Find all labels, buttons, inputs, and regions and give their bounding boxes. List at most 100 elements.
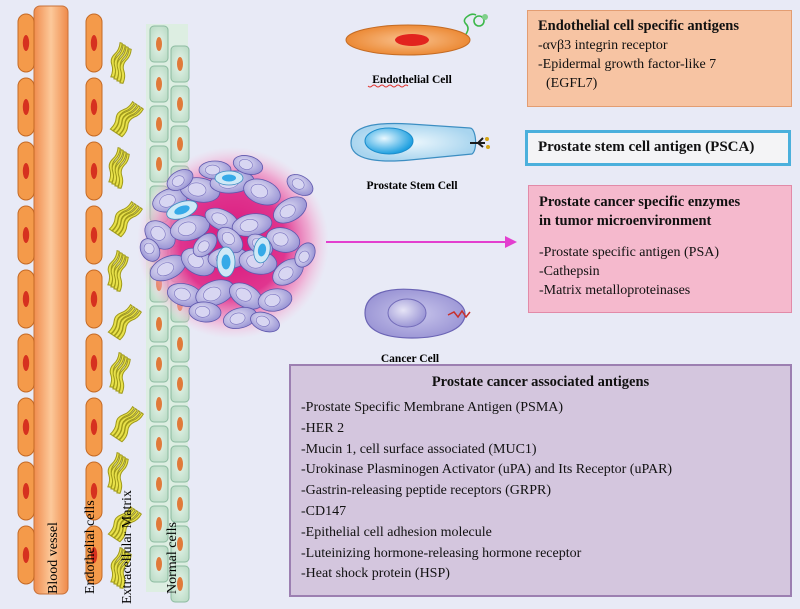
endothelial-nucleus	[90, 547, 98, 563]
tumor-cancer-cell	[231, 213, 273, 237]
normal-cell-nucleus	[156, 557, 162, 571]
tumor-cancer-cell	[250, 311, 280, 333]
matrix-fibre	[118, 358, 131, 394]
normal-cell-nucleus	[177, 417, 183, 431]
matrix-fibre	[119, 553, 132, 589]
normal-cell-nucleus	[156, 77, 162, 91]
list-item: -Gastrin-releasing peptide receptors (GR…	[301, 483, 551, 499]
list-item: -αvβ3 integrin receptor	[538, 38, 668, 53]
tumor-cancer-cell	[273, 196, 307, 224]
label-endothelial-cell: Endothelial Cell	[372, 74, 452, 86]
endothelial-antigens-list: -αvβ3 integrin receptor -Epidermal growt…	[538, 36, 781, 93]
normal-cell-nucleus	[177, 57, 183, 71]
list-item: -Prostate specific antigen (PSA)	[539, 245, 720, 260]
tumor-cancer-cell	[232, 155, 264, 175]
list-item: -Mucin 1, cell surface associated (MUC1)	[301, 441, 537, 457]
tumor-cancer-cell	[243, 178, 281, 206]
tumor-cancer-cell	[166, 169, 194, 191]
endothelial-nucleus	[22, 483, 30, 499]
label-blood-vessel: Blood vessel	[46, 522, 61, 594]
enzymes-title-line2: in tumor microenvironment	[539, 213, 712, 229]
endothelial-nucleus	[90, 291, 98, 307]
list-item: -Heat shock protein (HSP)	[301, 566, 450, 582]
normal-cell-nucleus	[156, 437, 162, 451]
endothelial-nucleus	[90, 355, 98, 371]
normal-cell-nucleus	[177, 537, 183, 551]
tumor-cancer-cell	[294, 242, 316, 268]
list-item: -Matrix metalloproteinases	[539, 283, 691, 298]
list-item: (EGFL7)	[546, 76, 598, 91]
normal-cell-nucleus	[156, 117, 162, 131]
normal-cell-nucleus	[156, 317, 162, 331]
tumor-cancer-cell	[216, 226, 244, 254]
list-item: -Cathepsin	[539, 264, 600, 279]
tumor-cancer-cell	[229, 282, 263, 310]
matrix-fibre	[117, 206, 143, 238]
normal-cell-nucleus	[156, 37, 162, 51]
tumor-cancer-cell	[139, 238, 161, 262]
tumor-stem-cell	[166, 200, 198, 220]
matrix-fibre	[116, 256, 129, 292]
psca-title: Prostate stem cell antigen (PSCA)	[538, 139, 755, 155]
endothelial-nucleus	[22, 291, 30, 307]
normal-cell-nucleus	[177, 377, 183, 391]
endothelial-nucleus	[90, 35, 98, 51]
label-extracellular-matrix: Extracellular Matrix	[120, 490, 135, 604]
list-item: -CD147	[301, 503, 347, 519]
matrix-fibre	[117, 153, 130, 189]
blood-vessel	[33, 5, 69, 595]
endothelial-antigens-box: Endothelial cell specific antigens -αvβ3…	[527, 10, 792, 107]
enzymes-title-line1: Prostate cancer specific enzymes	[539, 194, 741, 210]
tumor-stem-cell	[253, 236, 271, 264]
tumor-cancer-cell	[188, 301, 222, 323]
associated-antigens-list: -Prostate Specific Membrane Antigen (PSM…	[301, 398, 780, 585]
enzymes-list: -Prostate specific antigen (PSA) -Cathep…	[539, 243, 781, 300]
tumor-cancer-cell	[265, 227, 301, 253]
label-prostate-stem-cell: Prostate Stem Cell	[366, 180, 457, 192]
endothelial-nucleus	[22, 163, 30, 179]
cell-icon-labels: Endothelial Cell Prostate Stem Cell Canc…	[366, 74, 457, 365]
tumor-stem-cell	[216, 246, 236, 278]
endothelial-nucleus	[90, 99, 98, 115]
list-item: -Urokinase Plasminogen Activator (uPA) a…	[301, 462, 673, 478]
endothelial-nucleus	[90, 483, 98, 499]
endothelial-nucleus	[22, 99, 30, 115]
normal-cell-nucleus	[177, 457, 183, 471]
list-item: -Prostate Specific Membrane Antigen (PSM…	[301, 400, 564, 415]
enzymes-box: Prostate cancer specific enzymes in tumo…	[528, 185, 792, 313]
normal-cell-nucleus	[177, 577, 183, 591]
extracellular-matrix-fibres	[107, 42, 144, 589]
associated-antigens-title: Prostate cancer associated antigens	[431, 374, 650, 390]
label-cancer-cell: Cancer Cell	[381, 353, 439, 365]
prostate-stem-cell-icon	[350, 122, 490, 162]
normal-cell-nucleus	[156, 517, 162, 531]
normal-cell-nucleus	[177, 137, 183, 151]
endothelial-nucleus	[90, 227, 98, 243]
tumor-cancer-cell	[204, 207, 240, 233]
normal-cell-nucleus	[156, 157, 162, 171]
tumor-cancer-cell	[286, 174, 314, 196]
arrow-to-enzymes	[326, 236, 517, 248]
endothelial-antigens-title: Endothelial cell specific antigens	[538, 18, 739, 34]
endothelial-nucleus	[90, 419, 98, 435]
tumor-cancer-cell	[170, 214, 210, 242]
endothelial-nucleus	[22, 227, 30, 243]
label-normal-cells: Normal cells	[165, 522, 180, 594]
normal-cell-nucleus	[156, 397, 162, 411]
tumor-cancer-cell	[149, 254, 187, 282]
endothelial-nucleus	[22, 419, 30, 435]
cancer-cell-icon	[364, 288, 471, 339]
endothelial-nucleus	[22, 355, 30, 371]
list-item: -Epidermal growth factor-like 7	[538, 57, 717, 72]
normal-cell-nucleus	[177, 337, 183, 351]
endothelial-nucleus	[22, 547, 30, 563]
associated-antigens-box: Prostate cancer associated antigens -Pro…	[289, 364, 792, 597]
tumor-mass	[137, 147, 329, 339]
normal-cell-nucleus	[177, 97, 183, 111]
label-endothelial-cells: Endothelial cells	[83, 500, 98, 594]
endothelial-cell-icon	[345, 13, 488, 56]
tumor-cancer-cell	[195, 279, 235, 307]
list-item: -HER 2	[301, 420, 345, 436]
normal-cell-nucleus	[156, 477, 162, 491]
